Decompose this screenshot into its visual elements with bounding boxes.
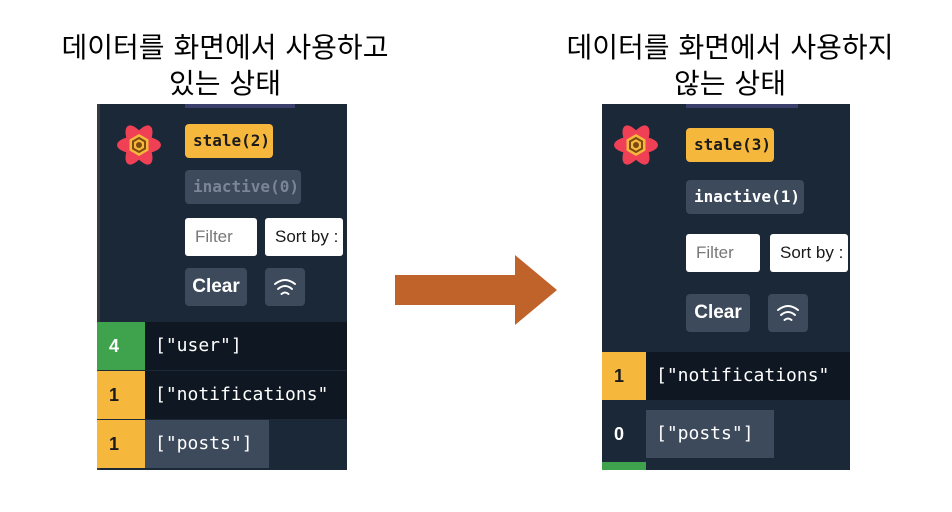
wifi-icon <box>777 305 799 321</box>
query-key: ["notifications" <box>656 365 830 386</box>
query-row[interactable]: 4 ["user"] <box>97 322 347 370</box>
query-observer-count: 1 <box>97 371 145 419</box>
react-query-logo-icon <box>117 125 161 165</box>
network-toggle-button[interactable] <box>265 268 305 306</box>
stale-count-chip[interactable]: stale(2) <box>185 124 273 158</box>
clear-button[interactable]: Clear <box>185 268 247 306</box>
stale-count-chip[interactable]: stale(3) <box>686 128 774 162</box>
left-caption-line2: 있는 상태 <box>169 67 281 100</box>
sort-select[interactable]: Sort by : <box>770 234 848 272</box>
query-observer-count: 1 <box>602 352 646 400</box>
network-toggle-button[interactable] <box>768 294 808 332</box>
query-row[interactable]: 0 ["posts"] <box>602 410 774 458</box>
filter-input[interactable]: Filter <box>686 234 760 272</box>
sort-select[interactable]: Sort by : <box>265 218 343 256</box>
query-observer-count: 4 <box>97 322 145 370</box>
query-observer-count: 1 <box>97 420 145 468</box>
query-row[interactable]: 1 ["notifications" <box>602 352 850 400</box>
panel-top-bar <box>686 104 798 108</box>
query-observer-count: 0 <box>602 410 646 458</box>
left-devtools-panel: stale(2) inactive(0) Filter Sort by : Cl… <box>97 104 347 470</box>
right-caption: 데이터를 화면에서 사용하지 않는 상태 <box>520 30 940 102</box>
right-caption-line1: 데이터를 화면에서 사용하지 <box>566 31 894 64</box>
panel-top-bar <box>185 104 295 108</box>
query-row[interactable]: 1 ["notifications" <box>97 371 347 419</box>
clear-button[interactable]: Clear <box>686 294 750 332</box>
right-arrow-icon <box>395 255 557 325</box>
right-caption-line2: 않는 상태 <box>674 67 786 100</box>
left-caption: 데이터를 화면에서 사용하고 있는 상태 <box>20 30 430 102</box>
query-key: ["user"] <box>155 335 242 356</box>
inactive-count-chip[interactable]: inactive(1) <box>686 180 804 214</box>
react-query-logo-icon <box>614 125 658 165</box>
next-row-indicator <box>602 462 646 470</box>
left-caption-line1: 데이터를 화면에서 사용하고 <box>61 31 389 64</box>
query-key: ["notifications" <box>155 384 329 405</box>
query-key: ["posts"] <box>155 433 253 454</box>
inactive-count-chip[interactable]: inactive(0) <box>185 170 301 204</box>
query-key: ["posts"] <box>656 423 754 444</box>
filter-input[interactable]: Filter <box>185 218 257 256</box>
wifi-icon <box>274 279 296 295</box>
query-row[interactable]: 1 ["posts"] <box>97 420 269 468</box>
right-devtools-panel: stale(3) inactive(1) Filter Sort by : Cl… <box>602 104 850 470</box>
panel-left-edge <box>97 104 100 470</box>
